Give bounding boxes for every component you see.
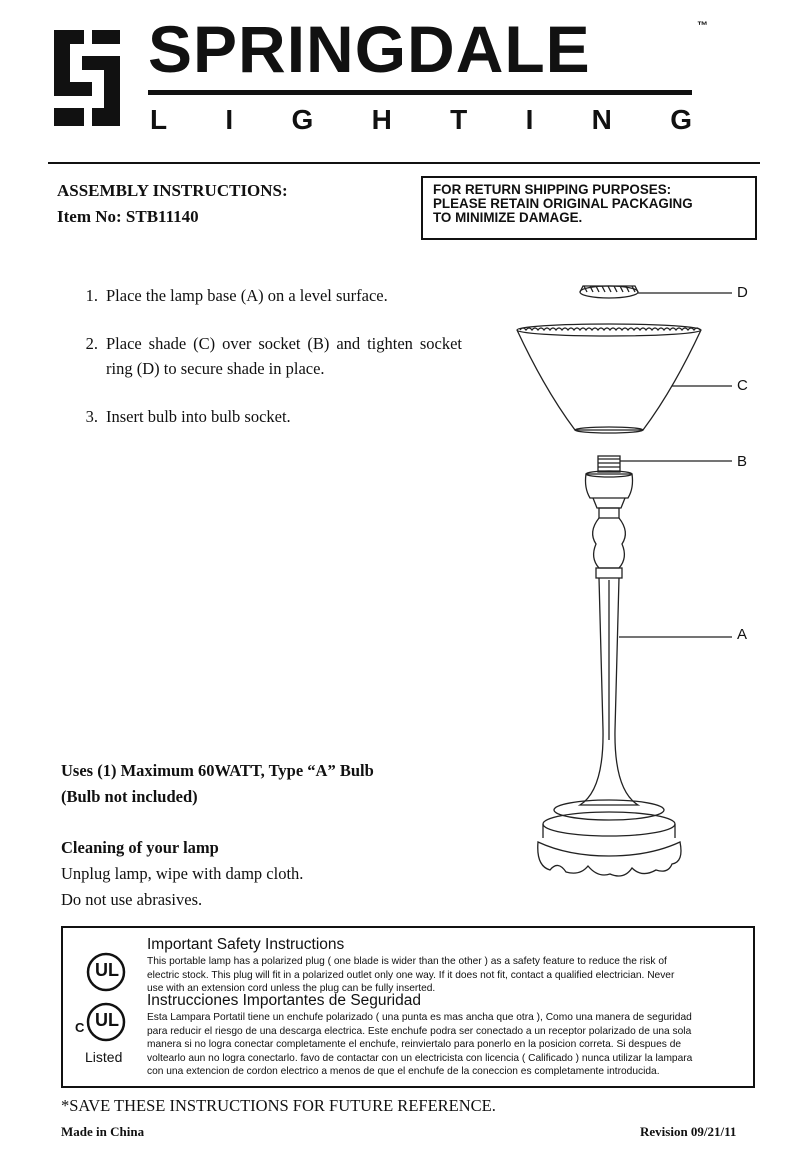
save-instructions-note: *SAVE THESE INSTRUCTIONS FOR FUTURE REFE… bbox=[61, 1096, 496, 1115]
callout-d: D bbox=[737, 284, 748, 301]
socket-illustration bbox=[597, 455, 732, 473]
assembly-title: ASSEMBLY INSTRUCTIONS: bbox=[57, 181, 288, 200]
step-text: Insert bulb into bulb socket. bbox=[106, 407, 291, 426]
brand-letter: G bbox=[291, 104, 314, 135]
safety-title-en: Important Safety Instructions bbox=[147, 936, 345, 953]
brand-name: SPRINGDALE bbox=[148, 12, 591, 86]
brand-letter: I bbox=[225, 104, 234, 135]
trademark: ™ bbox=[697, 20, 708, 32]
cleaning-title: Cleaning of your lamp bbox=[61, 838, 219, 857]
step-item: 3. Insert bulb into bulb socket. bbox=[62, 404, 462, 429]
brand-letter: H bbox=[371, 104, 392, 135]
notice-line: TO MINIMIZE DAMAGE. bbox=[433, 210, 583, 225]
assembly-steps: 1. Place the lamp base (A) on a level su… bbox=[62, 283, 462, 452]
brand-rule bbox=[148, 90, 692, 95]
bulb-spec: Uses (1) Maximum 60WATT, Type “A” Bulb bbox=[61, 761, 374, 780]
brand-letter: G bbox=[670, 104, 692, 135]
safety-line: con una extencion de cordon electrico a … bbox=[147, 1066, 660, 1077]
brand-lighting: L I G H T I N G bbox=[150, 104, 692, 136]
item-number: Item No: STB11140 bbox=[57, 207, 199, 226]
brand-letter: L bbox=[150, 104, 168, 135]
return-notice-box: FOR RETURN SHIPPING PURPOSES: PLEASE RET… bbox=[421, 176, 757, 240]
step-number: 2. bbox=[85, 334, 98, 353]
notice-line: FOR RETURN SHIPPING PURPOSES: bbox=[433, 182, 672, 197]
header-divider bbox=[48, 162, 760, 164]
cleaning-line: Unplug lamp, wipe with damp cloth. bbox=[61, 864, 304, 883]
step-item: 2. Place shade (C) over socket (B) and t… bbox=[62, 331, 462, 381]
callout-b: B bbox=[737, 453, 748, 470]
notice-line: PLEASE RETAIN ORIGINAL PACKAGING bbox=[433, 196, 693, 211]
safety-line: manera si no logra conectar completament… bbox=[147, 1039, 682, 1050]
listed-label: Listed bbox=[85, 1049, 123, 1065]
safety-line: electric stock. This plug will fit in a … bbox=[147, 969, 675, 981]
bulb-note: (Bulb not included) bbox=[61, 787, 198, 806]
safety-line: para reducir el riesgo de una descarga e… bbox=[147, 1025, 692, 1037]
socket-ring-illustration bbox=[579, 285, 732, 299]
safety-text-en: This portable lamp has a polarized plug … bbox=[147, 955, 747, 996]
safety-title-es: Instrucciones Importantes de Seguridad bbox=[147, 992, 421, 1009]
callout-c: C bbox=[737, 377, 748, 394]
lamp-base-illustration bbox=[537, 470, 732, 877]
step-item: 1. Place the lamp base (A) on a level su… bbox=[62, 283, 462, 308]
safety-text-es: Esta Lampara Portatil tiene un enchufe p… bbox=[147, 1011, 747, 1079]
lamp-diagram bbox=[516, 285, 732, 877]
step-text: Place shade (C) over socket (B) and tigh… bbox=[106, 334, 462, 378]
c-mark: C bbox=[75, 1020, 85, 1035]
safety-box bbox=[61, 926, 755, 1088]
safety-line: voltearlo aun no logra conectarlo. favo … bbox=[147, 1052, 693, 1064]
shade-illustration bbox=[516, 323, 732, 434]
brand-letter: T bbox=[450, 104, 468, 135]
springdale-logo-icon bbox=[54, 30, 120, 126]
step-number: 1. bbox=[85, 286, 98, 305]
revision-date: Revision 09/21/11 bbox=[640, 1124, 737, 1139]
ul-mark: UL bbox=[95, 960, 119, 980]
brand-letter: N bbox=[591, 104, 612, 135]
made-in: Made in China bbox=[61, 1124, 145, 1139]
step-text: Place the lamp base (A) on a level surfa… bbox=[106, 286, 388, 305]
cul-logo-icon bbox=[86, 1002, 126, 1042]
cul-mark: UL bbox=[95, 1010, 119, 1030]
safety-line: This portable lamp has a polarized plug … bbox=[147, 956, 667, 967]
cleaning-line: Do not use abrasives. bbox=[61, 890, 203, 909]
safety-line: use with an extension cord unless the pl… bbox=[147, 983, 436, 994]
callout-a: A bbox=[737, 626, 748, 643]
step-number: 3. bbox=[85, 407, 98, 426]
ul-logo-icon bbox=[86, 952, 126, 992]
safety-line: Esta Lampara Portatil tiene un enchufe p… bbox=[147, 1012, 692, 1023]
brand-letter: I bbox=[525, 104, 534, 135]
